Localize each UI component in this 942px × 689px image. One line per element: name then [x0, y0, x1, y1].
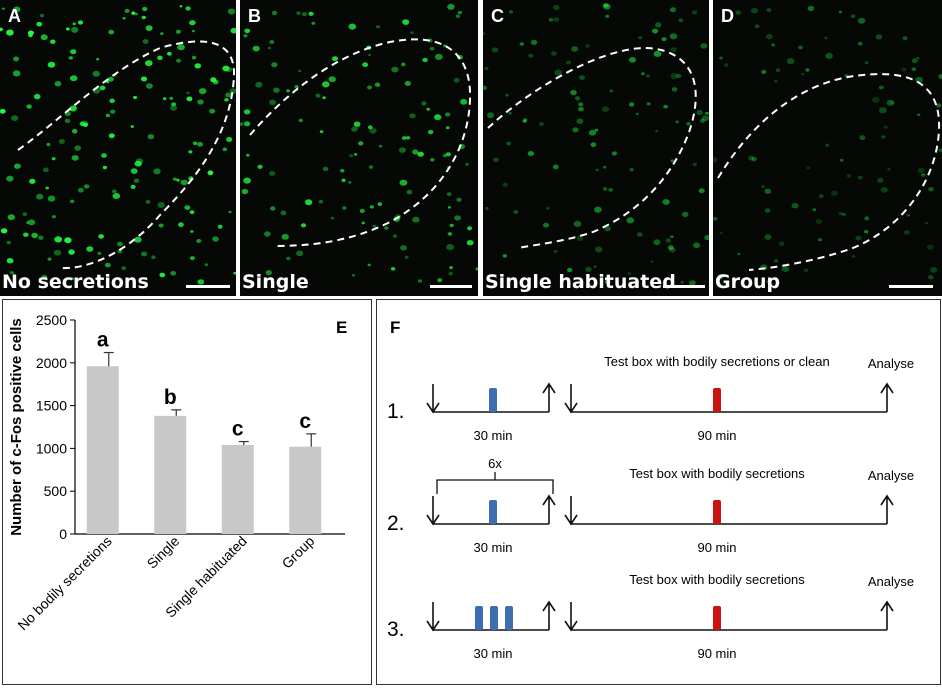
analyse-arrow [881, 384, 893, 412]
row-number: 2. [387, 512, 405, 535]
significance-letter-3: c [299, 410, 311, 433]
test-box-label: Test box with bodily secretions [629, 572, 805, 587]
scale-bar-d [889, 285, 933, 288]
right-time-label: 90 min [697, 646, 736, 661]
y-tick-label: 1500 [36, 398, 67, 414]
repeat-bracket [437, 480, 553, 494]
blue-block [490, 606, 498, 630]
micrograph-b-image [240, 0, 478, 296]
panel-title-c: Single habituated [485, 271, 676, 293]
stained-cells [240, 4, 478, 283]
scale-bar-c [663, 285, 705, 288]
y-tick-label: 0 [59, 526, 67, 542]
right-time-label: 90 min [697, 540, 736, 555]
category-label-0: No bodily secretions [14, 533, 114, 633]
transfer-arrow [543, 496, 555, 524]
panel-letter-c: C [491, 6, 504, 27]
bar-1 [154, 416, 186, 534]
red-block [713, 606, 721, 630]
transfer-arrow [543, 384, 555, 412]
panel-letter-a: A [8, 6, 21, 27]
region-outline [18, 41, 234, 268]
bar-chart-box: Number of c-Fos positive cells 0 500 1000 15… [2, 299, 372, 685]
test-box-label: Test box with bodily secretions [629, 466, 805, 481]
row-number: 1. [387, 400, 405, 423]
panel-title-d: Group [715, 271, 780, 293]
micrograph-c-image [483, 0, 709, 296]
left-time-label: 30 min [473, 428, 512, 443]
micrograph-panel-b: B Single [240, 0, 478, 296]
test-box-label: Test box with bodily secretions or clean [604, 354, 829, 369]
start-arrow [427, 602, 439, 630]
y-tick-label: 2000 [36, 355, 67, 371]
y-tick-label: 500 [44, 483, 68, 499]
scale-bar-b [430, 285, 472, 288]
micrograph-d-image [713, 0, 942, 296]
bar-0 [87, 366, 119, 534]
protocol-row-1: 1. 30 min 90 min Test box with bodily secre… [387, 354, 914, 443]
stained-cells [713, 6, 942, 283]
analyse-arrow [881, 496, 893, 524]
repeat-label: 6x [488, 456, 502, 471]
panel-letter-f: F [390, 318, 400, 338]
analyse-label: Analyse [868, 468, 914, 483]
transfer-down-arrow [565, 602, 577, 630]
left-time-label: 30 min [473, 646, 512, 661]
red-block [713, 500, 721, 524]
category-label-3: Group [279, 533, 318, 572]
analyse-arrow [881, 602, 893, 630]
transfer-down-arrow [565, 384, 577, 412]
blue-block [489, 388, 497, 412]
bar-chart: Number of c-Fos positive cells 0 500 1000 15… [3, 300, 371, 684]
significance-letter-1: b [164, 386, 177, 409]
analyse-label: Analyse [868, 574, 914, 589]
panel-letter-d: D [721, 6, 734, 27]
stained-cells [0, 5, 236, 284]
protocol-row-3: 3. 30 min 90 min Test box with bodily secre… [387, 572, 914, 661]
bar-2 [222, 445, 254, 534]
significance-letter-0: a [97, 329, 109, 352]
blue-block [489, 500, 497, 524]
y-axis-label: Number of c-Fos positive cells [8, 318, 25, 536]
panel-letter-e: E [336, 318, 347, 338]
blue-block [505, 606, 513, 630]
left-time-label: 30 min [473, 540, 512, 555]
start-arrow [427, 496, 439, 524]
panel-title-a: No secretions [2, 271, 149, 293]
y-tick-label: 1000 [36, 440, 67, 456]
protocol-row-2: 2. 30 min 6x 90 min Test box with bodily sec… [387, 456, 914, 555]
micrograph-panel-c: C Single habituated [483, 0, 709, 296]
region-outline [718, 74, 939, 270]
transfer-down-arrow [565, 496, 577, 524]
panel-letter-b: B [248, 6, 261, 27]
blue-block [475, 606, 483, 630]
row-number: 3. [387, 618, 405, 641]
start-arrow [427, 384, 439, 412]
y-tick-label: 2500 [36, 312, 67, 328]
red-block [713, 388, 721, 412]
micrograph-a-image [0, 0, 236, 296]
analyse-label: Analyse [868, 356, 914, 371]
stained-cells [483, 3, 709, 285]
transfer-arrow [543, 602, 555, 630]
category-label-1: Single [144, 533, 183, 572]
right-time-label: 90 min [697, 428, 736, 443]
micrograph-panel-d: D Group [713, 0, 942, 296]
micrograph-panel-a: A No secretions [0, 0, 236, 296]
bar-3 [289, 447, 321, 534]
significance-letter-2: c [232, 418, 244, 441]
region-outline [488, 48, 696, 248]
scale-bar-a [186, 285, 230, 288]
panel-title-b: Single [242, 271, 309, 293]
